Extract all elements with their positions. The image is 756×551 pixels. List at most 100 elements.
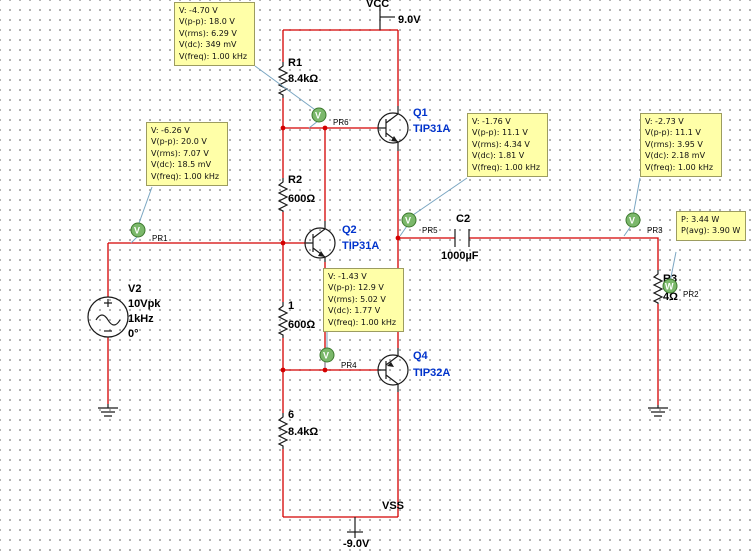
readout-line: V(p-p): 11.1 V [645,128,701,138]
junctions [280,125,401,373]
readout-line: V: -4.70 V [179,6,218,15]
emitter-arrow-icon [318,251,325,257]
r3-value: 600Ω [288,319,315,331]
q2-ref: Q2 [342,224,357,236]
transistor-q4[interactable]: Q4 TIP32A [377,348,450,392]
readout-line: V(dc): 349 mV [179,40,237,50]
readout-line: V(p-p): 12.9 V [328,283,384,293]
probe-needle [623,225,632,237]
probe-pr3[interactable]: V PR3 [623,212,663,237]
q4-model: TIP32A [413,367,450,379]
plus-icon [104,299,112,307]
junction-dot [280,367,286,373]
svg-text:V: V [134,226,140,236]
probe-pr2[interactable]: W PR2 [662,278,699,299]
c2-value: 1000µF [441,250,479,262]
junction-dot [280,125,286,131]
vss-value: -9.0V [343,538,370,550]
transistor-leads [378,348,399,392]
pr5-label: PR5 [422,226,438,235]
pr5-readout[interactable]: V: -1.76 V V(p-p): 11.1 V V(rms): 4.34 V… [467,113,548,177]
source-body [87,296,129,338]
ac-source-v2[interactable]: V2 10Vpk 1kHz 0° [87,283,161,340]
resistor-zigzag [277,178,289,212]
wires [107,6,659,538]
readout-line: V(freq): 1.00 kHz [179,51,248,61]
readout-line: V: -2.73 V [645,117,684,126]
pr3-label: PR3 [647,226,663,235]
readout-line: V(p-p): 11.1 V [472,128,528,138]
probe-pr5[interactable]: V PR5 [399,212,438,237]
readout-line: V: -1.43 V [328,272,367,281]
svg-text:V: V [315,111,321,121]
vss-name: VSS [382,500,404,512]
svg-text:V: V [405,216,411,226]
probe-needle [308,120,319,129]
readout-line: V(rms): 7.07 V [151,148,209,158]
readout-line: V(freq): 1.00 kHz [151,171,220,181]
svg-text:V: V [629,216,635,226]
probe-leaders [137,65,677,350]
probe-pr4[interactable]: V PR4 [319,347,357,370]
readout-line: V(freq): 1.00 kHz [645,162,714,172]
pr1-readout[interactable]: V: -6.26 V V(p-p): 20.0 V V(rms): 7.07 V… [146,122,228,186]
pr1-leader [137,186,153,227]
pr4-readout[interactable]: V: -1.43 V V(p-p): 12.9 V V(rms): 5.02 V… [323,268,404,332]
resistor-zigzag [277,413,289,449]
readout-line: V(freq): 1.00 kHz [328,317,397,327]
readout-line: V(rms): 5.02 V [328,294,386,304]
emitter-arrow-icon [387,362,394,367]
resistor-1[interactable]: 1 600Ω [277,300,315,338]
pr6-readout[interactable]: V: -4.70 V V(p-p): 18.0 V V(rms): 6.29 V… [174,2,255,66]
junction-dot [280,240,286,246]
transistor-q2[interactable]: Q2 TIP31A [304,221,379,262]
voltmeter-probe-icon [401,212,417,228]
pr1-label: PR1 [152,234,168,243]
junction-dot [322,367,328,373]
junction-dot [322,125,328,131]
resistor-6[interactable]: 6 8.4kΩ [277,409,318,449]
pr6-leader [254,65,319,113]
voltmeter-probe-icon [130,222,146,238]
transistor-q1[interactable]: Q1 TIP31A [377,106,450,151]
r4-ref: 6 [288,409,294,421]
pr2-label: PR2 [683,290,699,299]
r3-ref: 1 [288,300,294,312]
r4-value: 8.4kΩ [288,426,318,438]
transistor-leads [378,106,399,151]
ground-icon [648,405,668,417]
r2-ref: R2 [288,174,302,186]
ground-icon [98,404,118,417]
vcc-label-group: VCC 9.0V [366,0,421,26]
probe-pr1[interactable]: V PR1 [130,222,168,244]
readout-line: V: -1.76 V [472,117,511,126]
capacitor-c2[interactable]: C2 1000µF [441,213,479,262]
q1-ref: Q1 [413,107,428,119]
readout-line: V(dc): 1.81 V [472,151,525,161]
cap-out-wire[interactable] [469,237,659,270]
vss-label-group: VSS -9.0V [343,500,404,550]
probe-needle [399,225,408,237]
r2-value: 600Ω [288,193,315,205]
rl-value: 4Ω [663,291,678,303]
readout-line: V(dc): 18.5 mV [151,160,212,170]
probe-pr6[interactable]: V PR6 [308,107,349,129]
voltmeter-probe-icon [625,212,641,228]
resistor-zigzag [277,302,289,338]
pr3-readout[interactable]: V: -2.73 V V(p-p): 11.1 V V(rms): 3.95 V… [640,113,722,177]
readout-line: V: -6.26 V [151,126,190,135]
resistor-r1[interactable]: R1 8.4kΩ [277,57,318,98]
pr2-readout[interactable]: P: 3.44 W P(avg): 3.90 W [676,211,746,241]
pr3-leader [632,177,641,217]
readout-line: V(p-p): 18.0 V [179,17,235,27]
resistor-zigzag [652,270,664,304]
resistor-r2[interactable]: R2 600Ω [277,174,315,212]
readout-line: V(rms): 4.34 V [472,139,530,149]
wattmeter-probe-icon [662,278,678,294]
pr5-leader [412,177,468,216]
readout-line: V(rms): 3.95 V [645,139,703,149]
readout-line: P(avg): 3.90 W [681,226,741,236]
readout-line: V(dc): 2.18 mV [645,151,706,161]
